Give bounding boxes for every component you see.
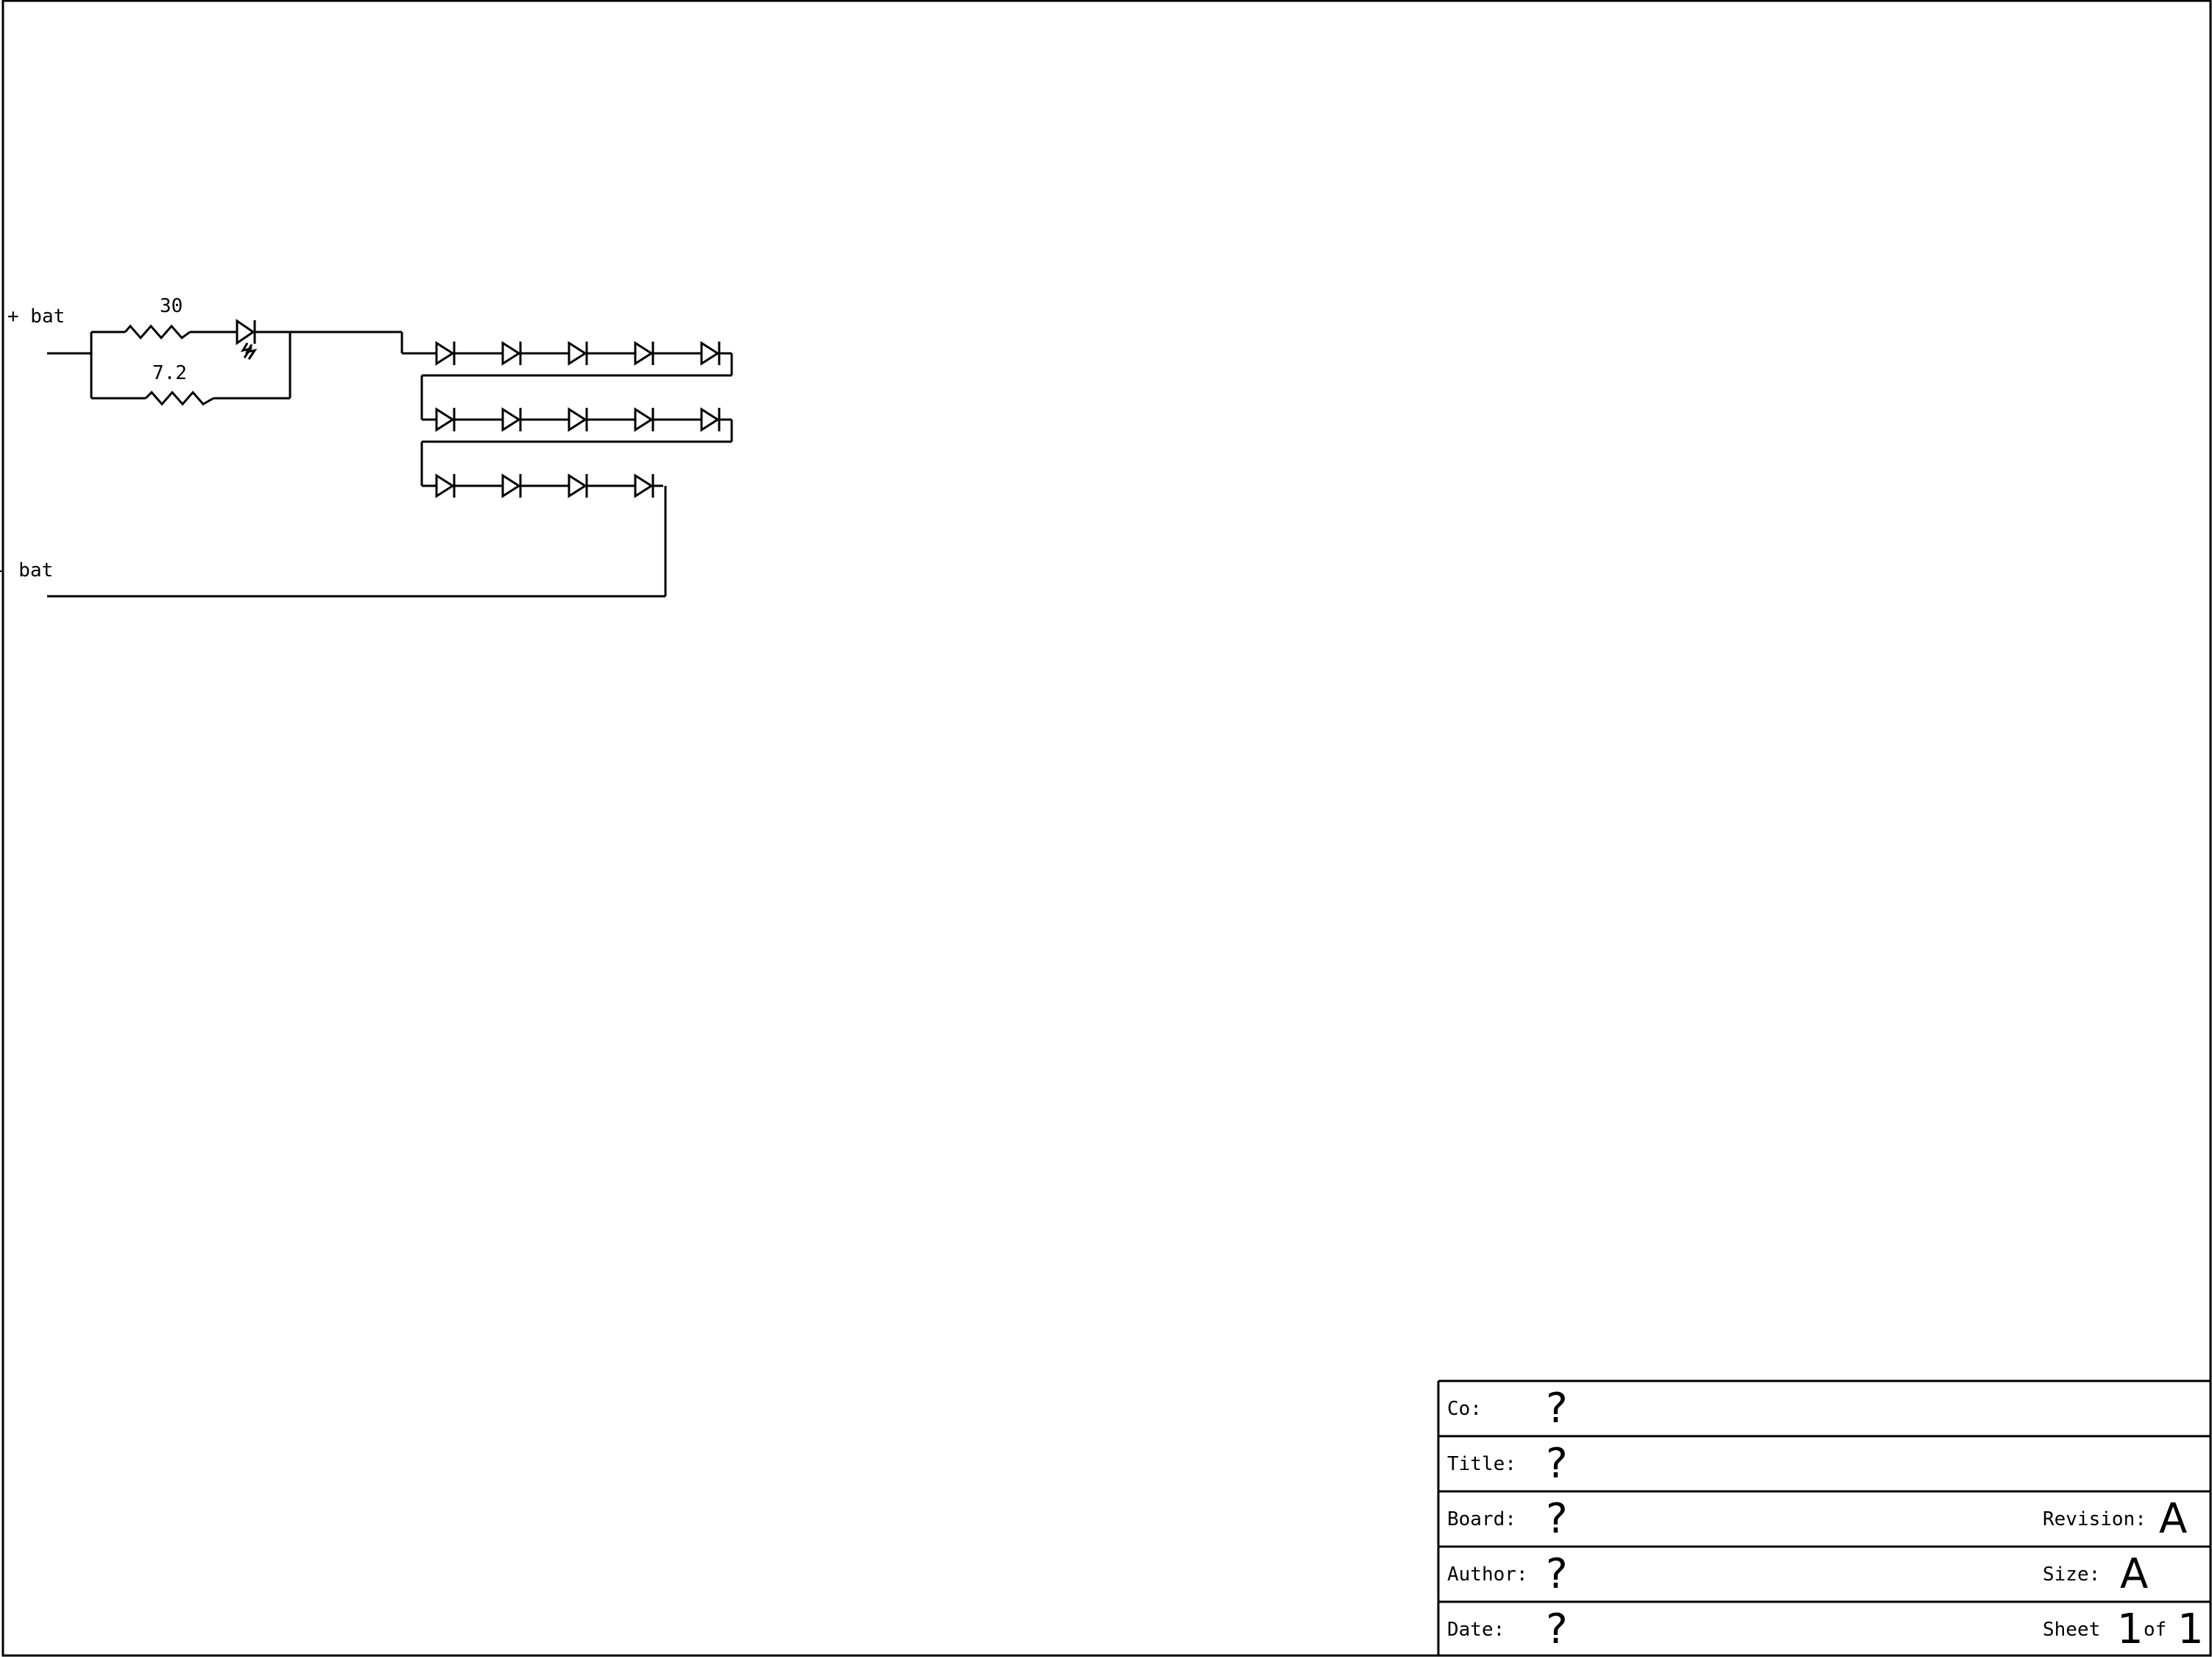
title-block: Co: ? Title: ? Board: ? Revision: A Auth… [1437,1379,2211,1656]
diode-icon[interactable] [568,473,588,498]
board-value: ? [1546,1495,1568,1543]
size-value: A [2120,1550,2148,1598]
diode-row-1 [422,341,732,366]
resistor-30[interactable] [124,324,191,340]
date-value: ? [1546,1605,1568,1653]
diode-icon[interactable] [700,407,721,432]
revision-value: A [2159,1495,2187,1543]
sheet-total: 1 [2177,1605,2204,1653]
title-value: ? [1546,1440,1568,1488]
diode-row-3 [422,473,663,498]
sheet-number: 1 [2117,1605,2144,1653]
board-label: Board: [1447,1508,1516,1530]
input-wiring [47,331,422,400]
diode-icon[interactable] [634,407,654,432]
diode-icon[interactable] [501,341,522,366]
sheet-label: Sheet [2043,1619,2100,1641]
diode-icon[interactable] [568,341,588,366]
resistor-7-2[interactable] [144,390,214,406]
sheet-of-label: of [2144,1619,2166,1641]
diode-icon[interactable] [501,407,522,432]
resistor-30-value: 30 [160,295,183,317]
revision-label: Revision: [2043,1508,2146,1530]
diode-icon[interactable] [435,341,456,366]
resistor-7-2-value: 7.2 [152,362,187,384]
diode-icon[interactable] [634,341,654,366]
chain-return-wiring [47,353,733,598]
diode-icon[interactable] [568,407,588,432]
co-value: ? [1546,1385,1568,1432]
diode-icon[interactable] [501,473,522,498]
diode-icon[interactable] [435,407,456,432]
negative-battery-label: - bat [0,559,53,582]
co-label: Co: [1447,1398,1482,1420]
diode-chain [422,341,732,498]
diode-row-2 [422,407,732,432]
diode-icon[interactable] [634,473,654,498]
led-icon[interactable] [236,319,258,360]
circuit: + bat - bat 30 7.2 [0,295,733,598]
date-label: Date: [1447,1619,1505,1641]
title-label: Title: [1447,1453,1516,1475]
positive-battery-label: + bat [7,305,65,328]
diode-icon[interactable] [435,473,456,498]
size-label: Size: [2043,1564,2100,1586]
author-value: ? [1546,1550,1568,1598]
diode-icon[interactable] [700,341,721,366]
author-label: Author: [1447,1564,1528,1586]
